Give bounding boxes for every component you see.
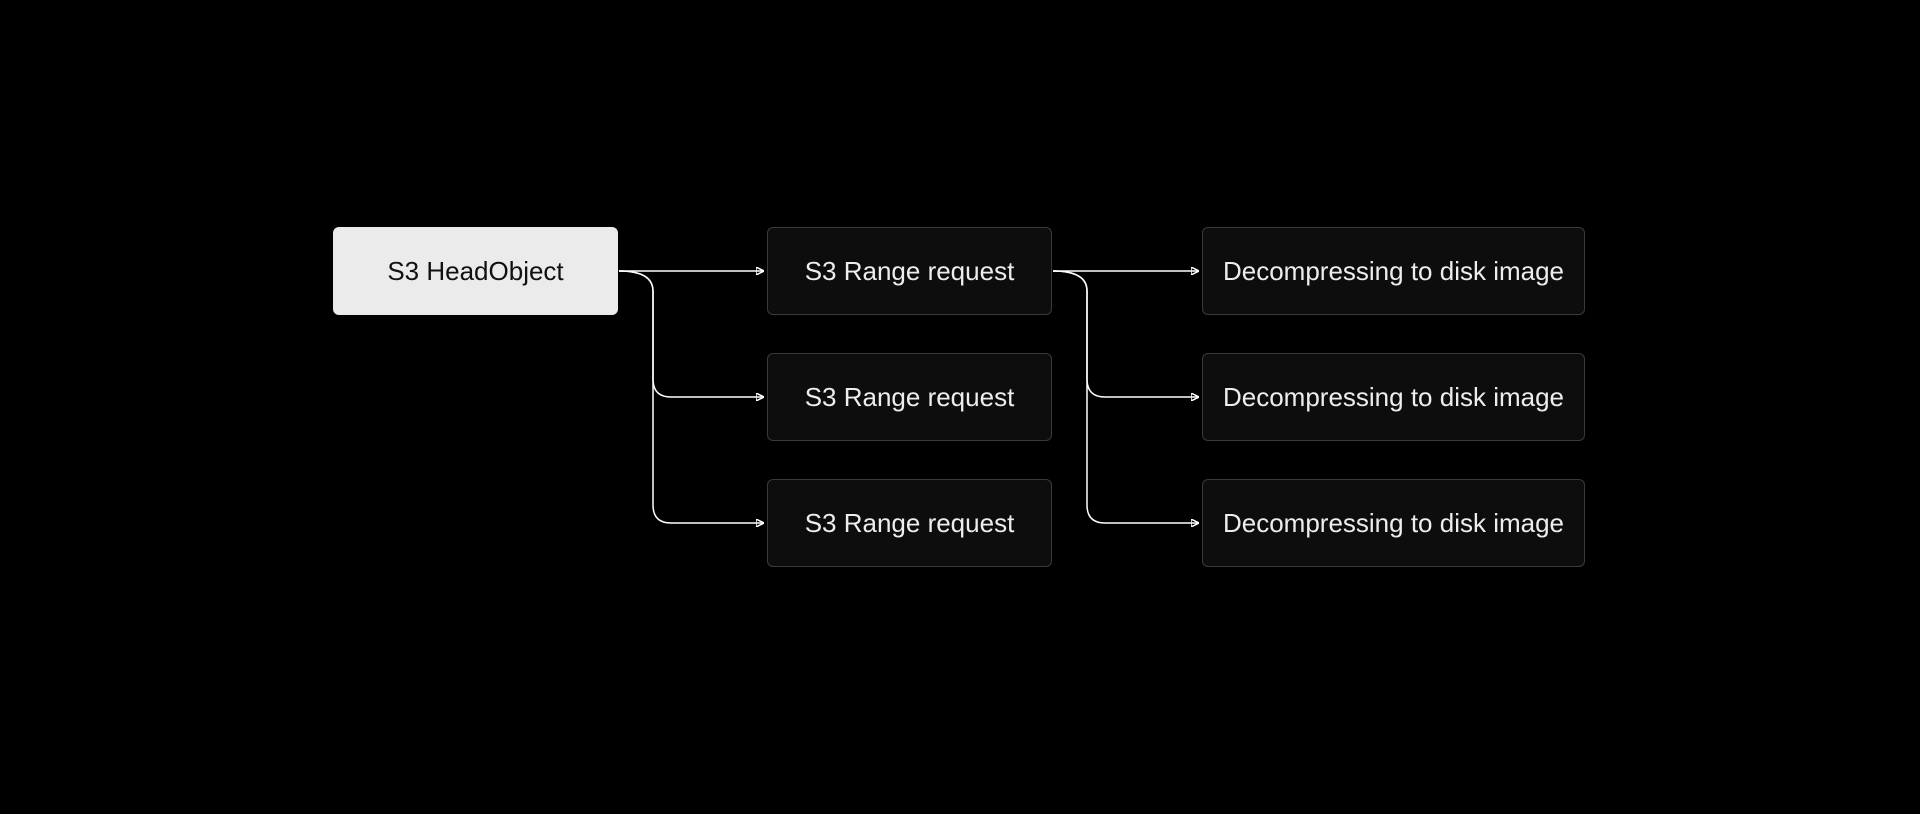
arrow-head-to-range-2 (618, 270, 763, 397)
decompress-label-3: Decompressing to disk image (1222, 507, 1565, 538)
s3-headobject-label: S3 HeadObject (387, 255, 564, 286)
s3-range-request-label-1: S3 Range request (804, 255, 1015, 286)
s3-range-request-label-3: S3 Range request (804, 507, 1015, 538)
s3-range-request-node-2: S3 Range request (767, 353, 1052, 441)
s3-headobject-node: S3 HeadObject (333, 227, 618, 315)
arrow-range-to-decompress-3 (1052, 270, 1198, 523)
s3-range-request-label-2: S3 Range request (804, 381, 1015, 412)
decompress-node-1: Decompressing to disk image (1202, 227, 1585, 315)
decompress-label-1: Decompressing to disk image (1222, 255, 1565, 286)
arrow-head-to-range-3 (618, 270, 763, 523)
s3-range-request-node-1: S3 Range request (767, 227, 1052, 315)
arrow-range-to-decompress-2 (1052, 270, 1198, 397)
decompress-node-2: Decompressing to disk image (1202, 353, 1585, 441)
decompress-label-2: Decompressing to disk image (1222, 381, 1565, 412)
decompress-node-3: Decompressing to disk image (1202, 479, 1585, 567)
s3-range-request-node-3: S3 Range request (767, 479, 1052, 567)
